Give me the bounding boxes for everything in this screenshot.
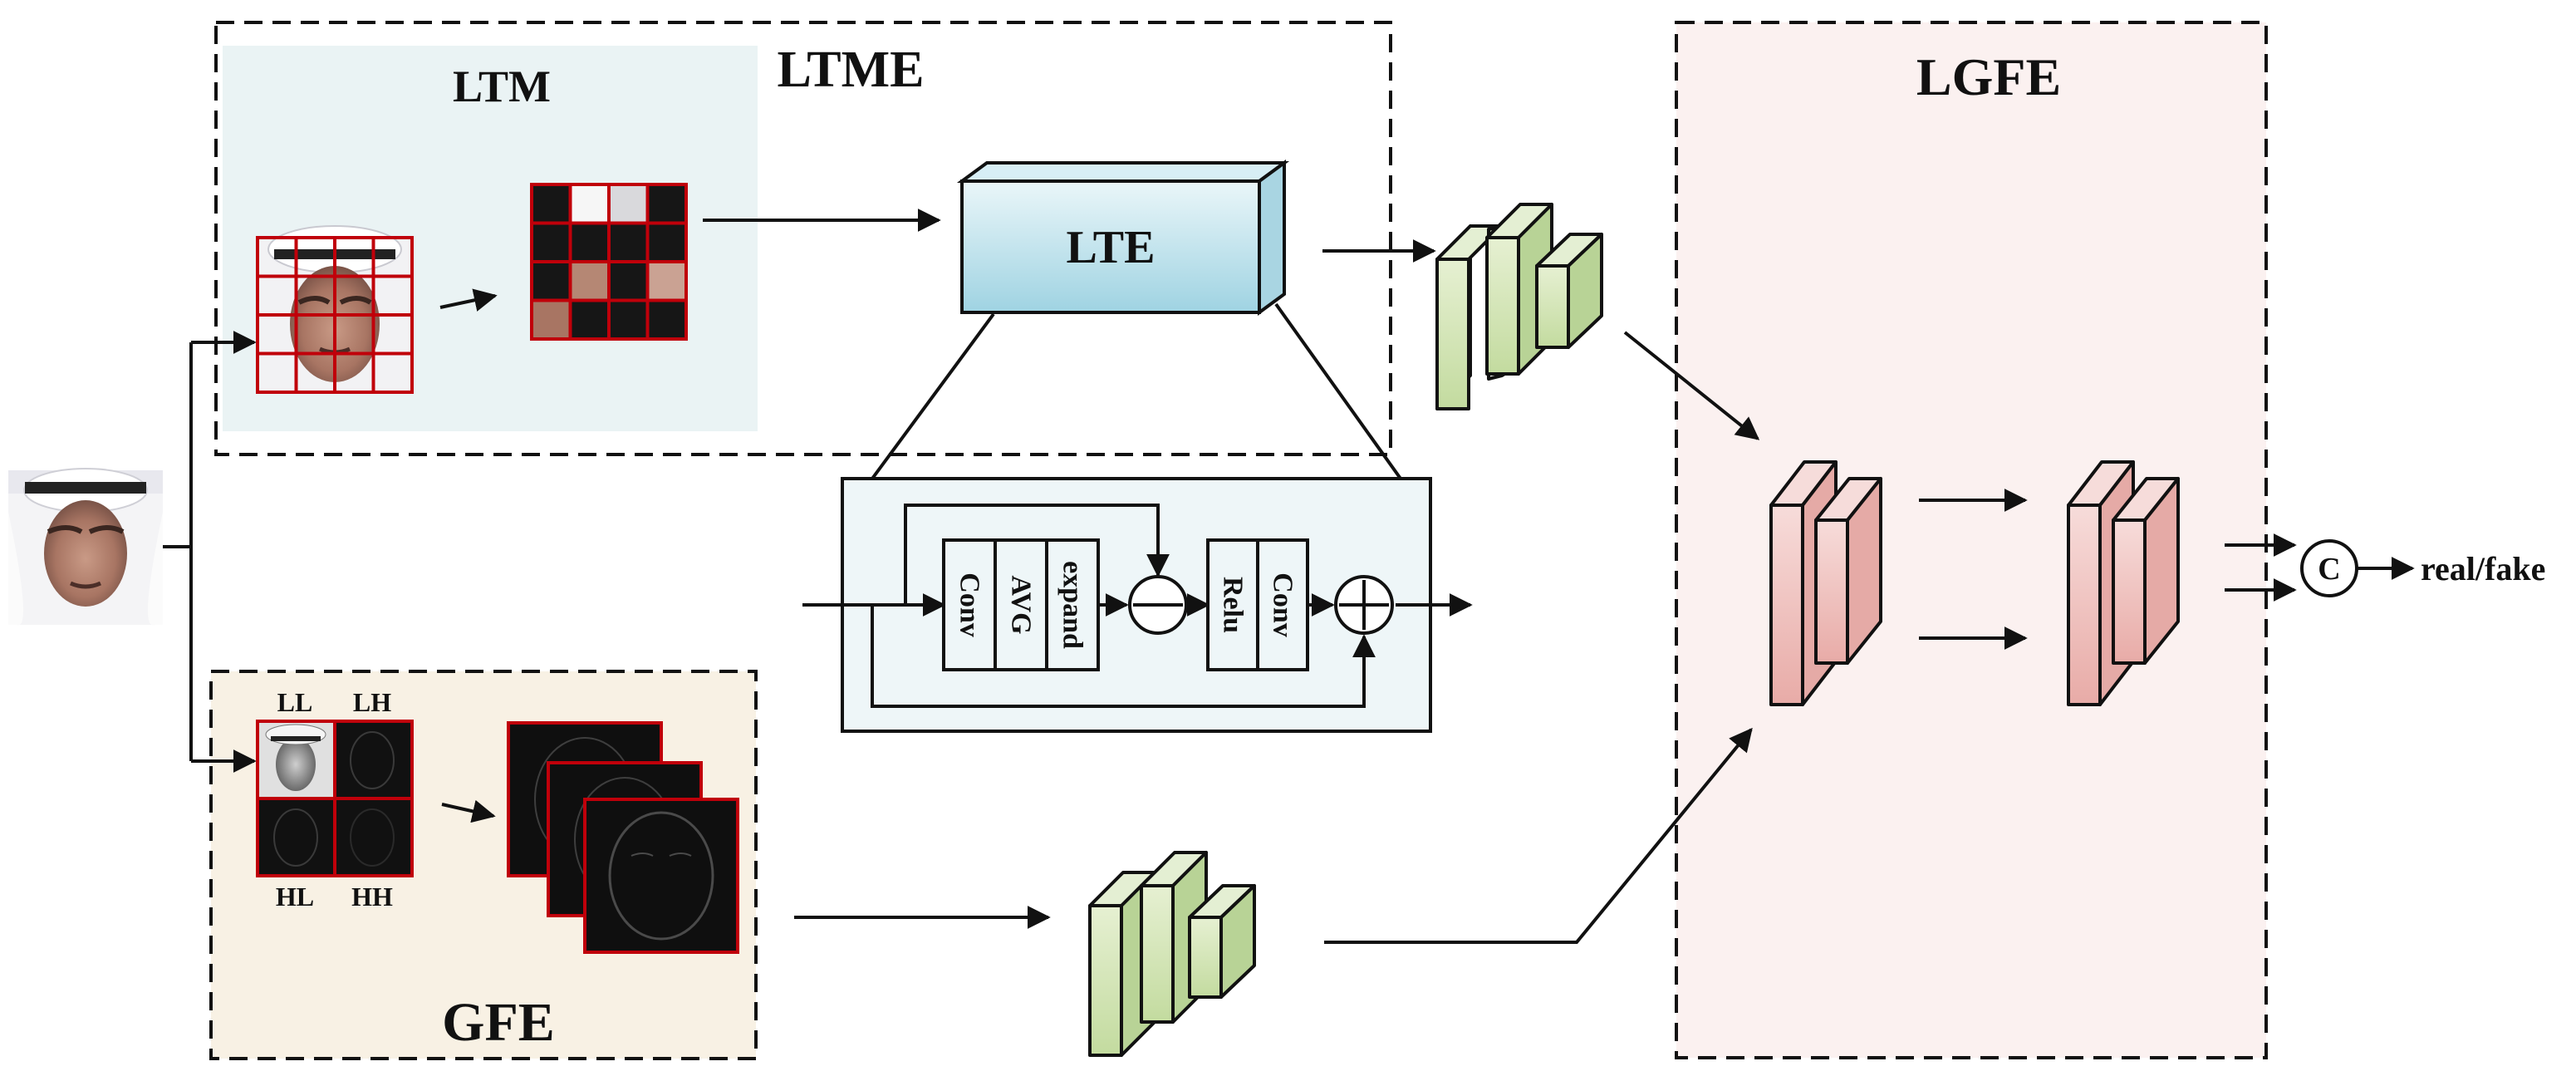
op-expand-label: expand [1057,561,1088,649]
lgfe-title: LGFE [1916,47,2061,106]
lte-expansion-lines [871,302,1402,480]
wavelet-arrow [441,799,496,823]
wavelet-ll-label: LL [277,687,313,717]
ltm-mask-arrow [439,288,498,312]
input-face-image [8,468,163,626]
ltm-title: LTM [453,61,551,111]
lte-block [956,160,1290,316]
high-frequency-stack [507,721,739,954]
op-avg-label: AVG [1006,575,1037,634]
top-encoder-to-lgfe-arrow [1623,331,1760,440]
lte-op-boxes [942,538,1309,671]
lte-title: LTE [1067,222,1156,273]
wavelet-lh-label: LH [353,687,391,717]
plus-icon [1334,575,1394,635]
bottom-encoder-to-lgfe-arrow [1324,727,1753,944]
wavelet-grid [256,720,414,877]
ltme-title: LTME [778,42,925,98]
gfe-title: GFE [442,992,555,1053]
wavelet-hl-label: HL [276,882,314,911]
lte-detail-connectors [802,504,1473,708]
minus-icon [1128,575,1188,635]
pink-feature-stack-right [2067,460,2180,706]
ltm-masked-grid [530,183,688,341]
op-relu-label: Relu [1218,577,1249,633]
green-feature-stack-bottom [1088,851,1256,1057]
op-conv2-label: Conv [1268,572,1298,636]
op-conv-label: Conv [954,572,985,636]
ltme-frame [214,21,1392,456]
output-label: real/fake [2421,550,2545,587]
wavelet-hh-label: HH [351,882,393,911]
input-branch-lines [163,331,257,773]
concat-label: C [2318,552,2340,587]
green-feature-stack-top [1435,203,1603,410]
concat-icon [2300,539,2358,597]
ltm-face-grid [256,225,414,394]
pink-feature-stack-left [1769,460,1882,706]
